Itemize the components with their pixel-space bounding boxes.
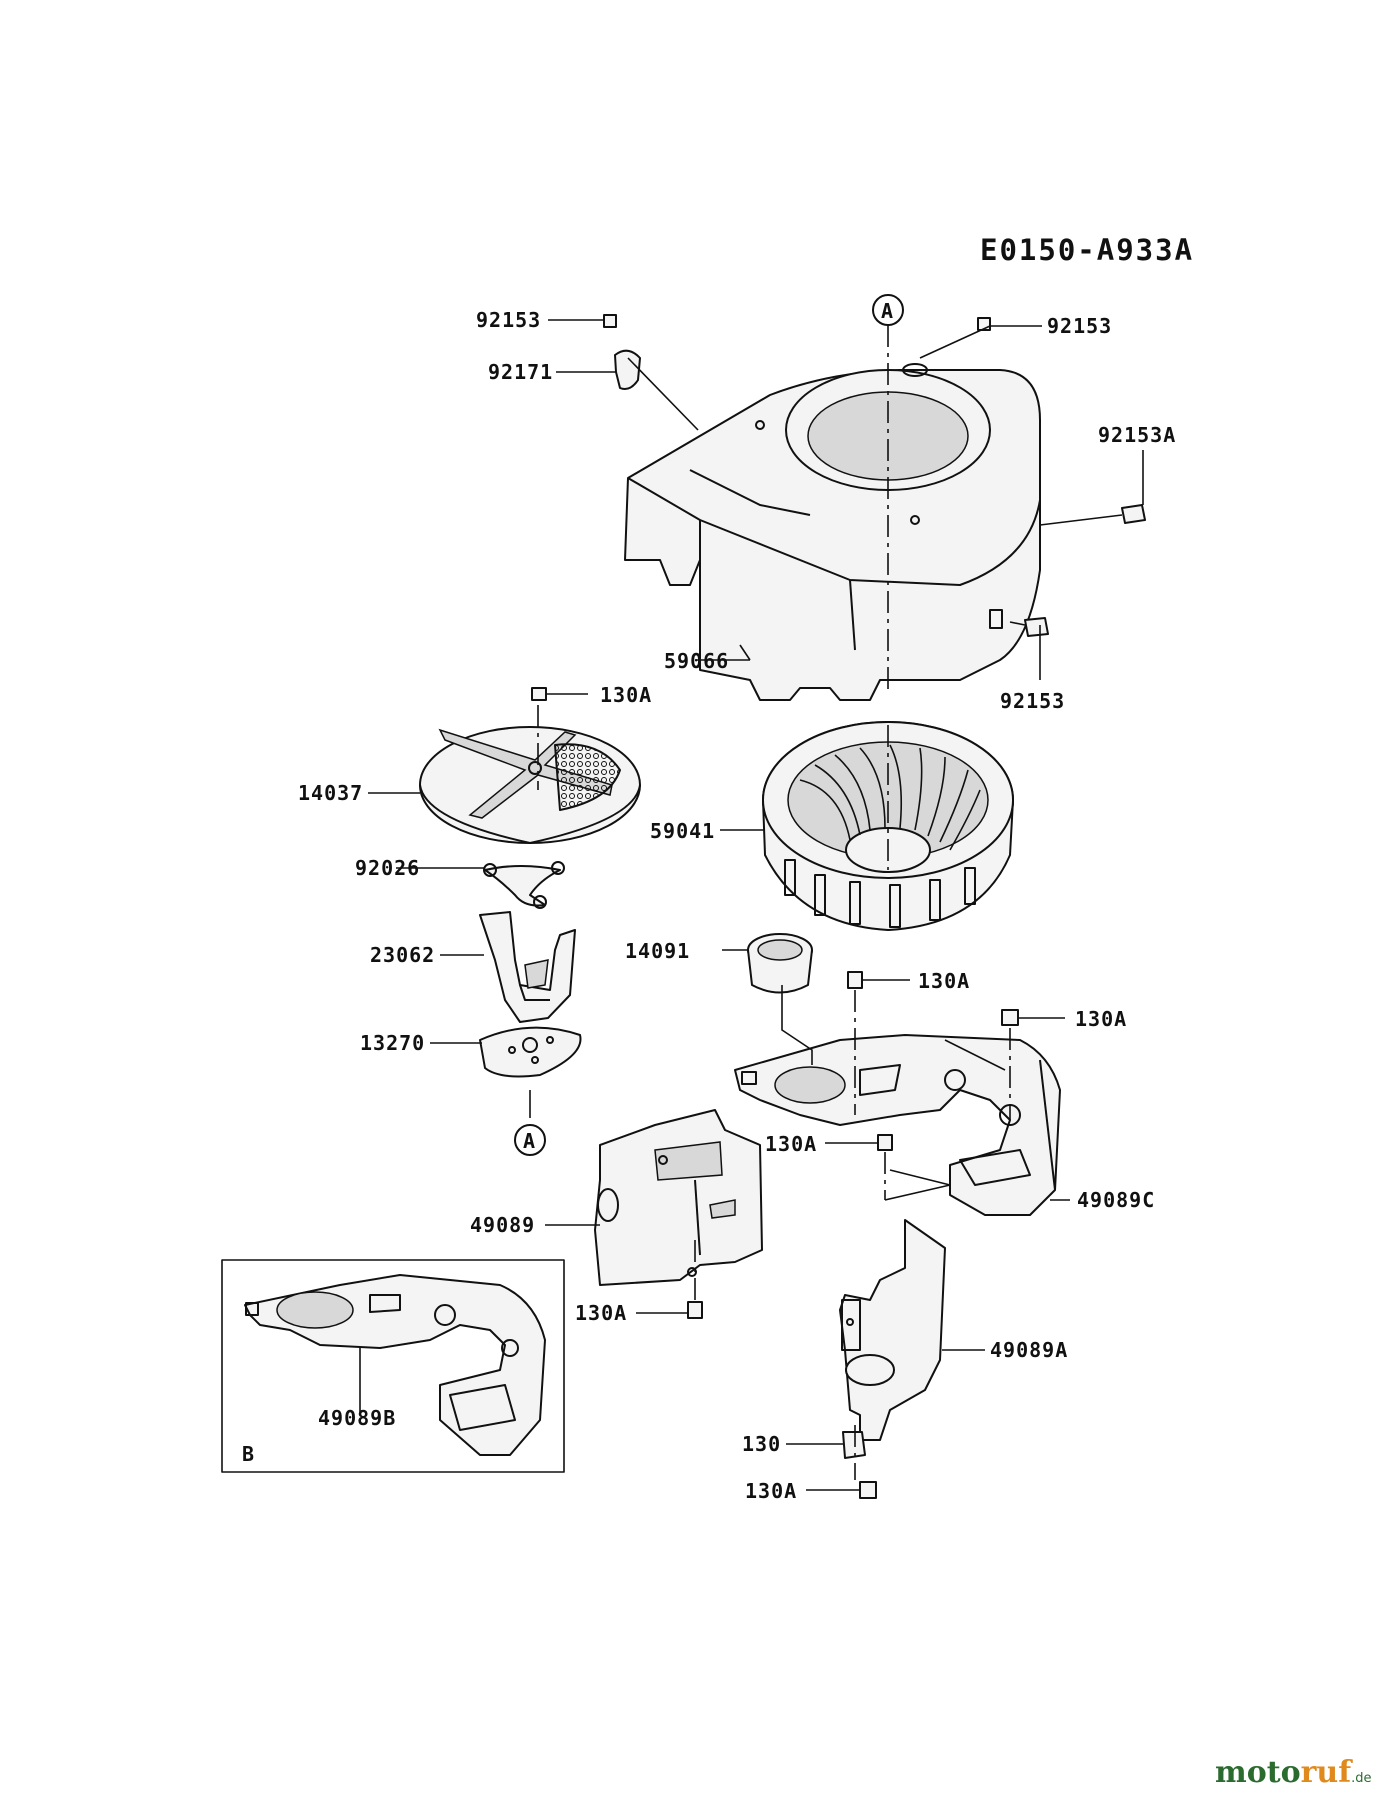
bolt-icon xyxy=(877,1134,893,1151)
baffle-base-49089C xyxy=(734,1034,1061,1216)
bolt-icon xyxy=(859,1481,877,1499)
fan-screen-14037 xyxy=(419,726,641,844)
bolt-icon xyxy=(1001,1009,1019,1026)
inset-b: B xyxy=(221,1259,565,1473)
baffle-49089 xyxy=(594,1109,763,1286)
bolt-icon xyxy=(1024,617,1049,637)
part-label-14037: 14037 xyxy=(298,781,363,805)
part-label-59066: 59066 xyxy=(664,649,729,673)
part-label-130A-2: 130A xyxy=(918,969,970,993)
part-label-130: 130 xyxy=(742,1432,781,1456)
bolt-icons xyxy=(531,314,1146,1499)
bolt-icon xyxy=(847,971,863,989)
bracket-23062 xyxy=(479,911,576,1023)
part-label-130A-3: 130A xyxy=(1075,1007,1127,1031)
callout-a-bottom-letter: A xyxy=(523,1129,536,1153)
plate-92026 xyxy=(483,861,565,909)
callout-a-top-letter: A xyxy=(881,299,894,323)
bolt-icon xyxy=(1121,504,1146,524)
center-lines xyxy=(529,325,1011,1480)
part-label-59041: 59041 xyxy=(650,819,715,843)
bolt-icon xyxy=(842,1431,866,1459)
part-label-130A-6: 130A xyxy=(745,1479,797,1503)
watermark-text: motoruf.de xyxy=(1215,1755,1372,1790)
part-label-92153A: 92153A xyxy=(1098,423,1176,447)
watermark-part2: ruf xyxy=(1301,1755,1354,1790)
diagram-code: E0150-A933A xyxy=(980,233,1194,267)
part-label-130A-1: 130A xyxy=(600,683,652,707)
plate-13270 xyxy=(479,1026,582,1078)
cooling-fan-59041 xyxy=(762,721,1014,931)
part-label-49089B: 49089B xyxy=(318,1406,396,1430)
part-label-130A-5: 130A xyxy=(575,1301,627,1325)
watermark-suffix: .de xyxy=(1351,1771,1371,1786)
inset-b-label: B xyxy=(242,1442,255,1466)
part-label-92153-top-right: 92153 xyxy=(1047,314,1112,338)
baffle-49089A xyxy=(839,1219,946,1441)
callout-a-bottom: A xyxy=(514,1124,546,1156)
collar-14091 xyxy=(747,933,813,994)
watermark-part1: moto xyxy=(1215,1755,1301,1790)
part-label-49089: 49089 xyxy=(470,1213,535,1237)
part-labels: 92153 92171 92153 92153A 59066 92153 130… xyxy=(298,308,1176,1503)
part-label-13270: 13270 xyxy=(360,1031,425,1055)
bolt-icon xyxy=(687,1301,703,1319)
part-label-92153-top-left: 92153 xyxy=(476,308,541,332)
part-label-130A-4: 130A xyxy=(765,1132,817,1156)
watermark-logo: motoruf.de xyxy=(1215,1755,1372,1790)
part-label-92171: 92171 xyxy=(488,360,553,384)
part-label-49089C: 49089C xyxy=(1077,1188,1155,1212)
part-label-49089A: 49089A xyxy=(990,1338,1068,1362)
part-label-92153-right: 92153 xyxy=(1000,689,1065,713)
part-label-23062: 23062 xyxy=(370,943,435,967)
callout-a-top: A xyxy=(872,294,904,326)
part-label-92026: 92026 xyxy=(355,856,420,880)
bolt-icon xyxy=(603,314,617,328)
part-label-14091: 14091 xyxy=(625,939,690,963)
leader-lines xyxy=(359,319,1144,1491)
bolt-icon xyxy=(531,687,547,701)
clip-icon xyxy=(614,349,641,390)
